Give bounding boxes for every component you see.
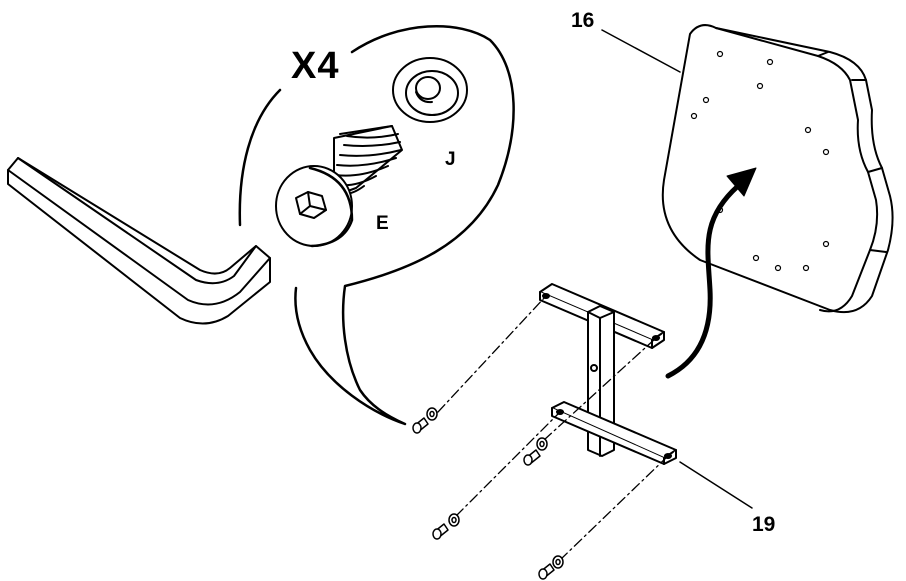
alignment-lines [437, 295, 669, 561]
curved-arrow-icon [665, 167, 757, 379]
leader-line-16 [601, 29, 681, 73]
part-16-label: 16 [571, 9, 595, 32]
leader-line-19 [679, 461, 753, 509]
screw-set-1 [412, 407, 438, 434]
allen-key-icon [7, 157, 271, 325]
part-19-label: 19 [752, 513, 776, 536]
t-bracket-19-icon [539, 283, 677, 465]
screw-e-label: E [376, 213, 389, 234]
quantity-label: X4 [291, 45, 340, 87]
screw-set-4 [538, 555, 564, 580]
screw-set-3 [432, 513, 460, 540]
callout-bubble [238, 25, 515, 426]
washer-j-icon [392, 57, 468, 123]
washer-j-label: J [445, 149, 456, 170]
backrest-pad-16-icon [661, 24, 894, 314]
screw-e-icon [275, 125, 403, 248]
screw-set-2 [523, 437, 548, 466]
